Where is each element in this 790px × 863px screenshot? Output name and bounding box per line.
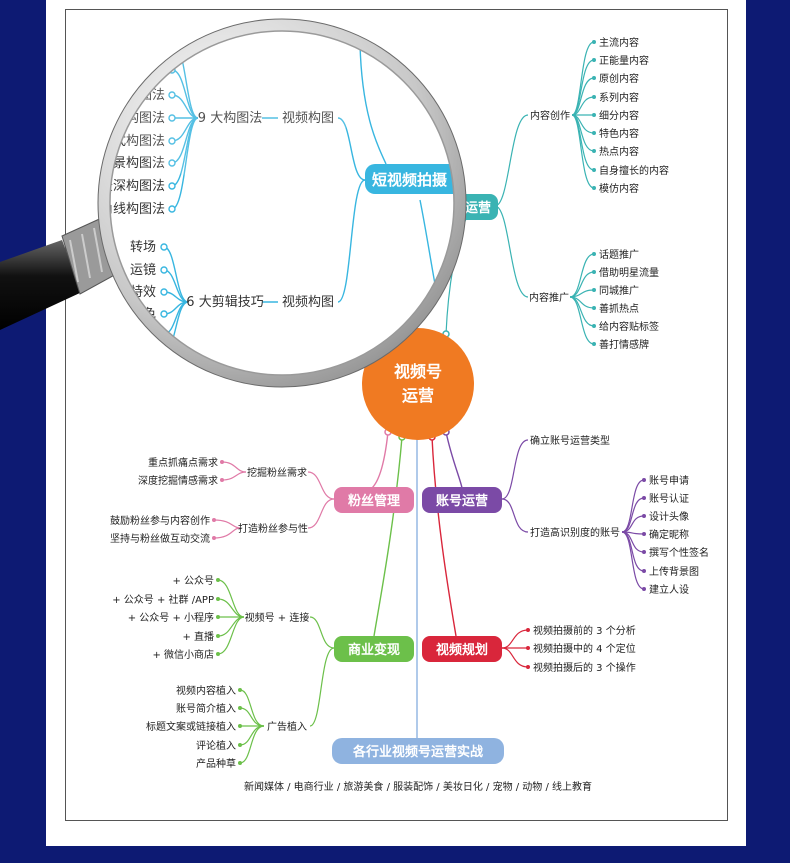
list-item: 转场: [130, 240, 156, 255]
list-item: 框式构图法: [100, 134, 165, 149]
editing-sub: 6 大剪辑技巧: [186, 294, 263, 310]
content-creation-label: 内容创作: [530, 109, 570, 122]
account-list: 确立账号运营类型 打造高识别度的账号 账号申请 账号认证 设计头像 确定昵称 撰…: [530, 434, 709, 596]
list-item: 主流内容: [599, 36, 639, 49]
account-node[interactable]: 账号运营: [422, 487, 502, 513]
magnifier-rim: [97, 18, 467, 388]
monetize-title: 商业变现: [348, 642, 400, 658]
list-item: 细分内容: [599, 109, 639, 122]
editing-label: 视频构图: [282, 295, 334, 310]
account-type-label: 确立账号运营类型: [530, 434, 610, 447]
list-item: 账号简介植入: [176, 702, 236, 715]
list-item: 视频内容植入: [176, 684, 236, 697]
fans-group-label: 打造粉丝参与性: [238, 522, 308, 535]
monetize-group-label: 视频号 + 连接: [245, 611, 310, 624]
list-item: 同城推广: [599, 284, 639, 297]
list-item: + 微信小商店: [152, 648, 214, 661]
account-ident-label: 打造高识别度的账号: [530, 526, 620, 539]
monetize-connectors: [217, 579, 335, 764]
center-title-line2: 运营: [402, 386, 434, 405]
list-item: 善抓热点: [599, 302, 639, 315]
list-item: 系列内容: [599, 91, 639, 104]
monetize-node[interactable]: 商业变现: [334, 636, 414, 662]
list-item: 设计头像: [649, 510, 689, 523]
list-item: 正能量内容: [599, 54, 649, 67]
industry-title: 各行业视频号运营实战: [352, 744, 483, 760]
plan-title: 视频规划: [436, 642, 488, 658]
list-item: 原创内容: [599, 72, 639, 85]
composition-label: 视频构图: [282, 111, 334, 126]
fans-group-label: 挖掘粉丝需求: [247, 466, 307, 479]
list-item: 热点内容: [599, 145, 639, 158]
plan-dots: [526, 628, 530, 669]
fans-connectors: [213, 461, 335, 539]
list-item: 视频拍摄后的 3 个操作: [533, 661, 636, 674]
list-item: 对角线构图法: [87, 202, 165, 217]
content-promotion-list: 话题推广 借助明星流量 同城推广 善抓热点 给内容贴标签 善打情感牌: [599, 248, 659, 351]
list-item: 视频拍摄中的 4 个定位: [533, 642, 636, 655]
plan-node[interactable]: 视频规划: [422, 636, 502, 662]
list-item: + 公众号 + 小程序: [128, 611, 214, 624]
fans-list: 挖掘粉丝需求 打造粉丝参与性 重点抓痛点需求 深度挖掘情感需求 鼓励粉丝参与内容…: [110, 456, 308, 545]
shoot-title: 短视频拍摄: [372, 171, 448, 189]
list-item: + 公众号 + 社群 /APP: [112, 593, 214, 606]
industry-node[interactable]: 各行业视频号运营实战: [332, 738, 504, 764]
magnifier-lens: 短视频拍摄 视频构图 9 大构图法 视频构图 6 大剪辑技巧 5 大常用构图法 …: [75, 31, 475, 375]
list-item: 确定昵称: [649, 528, 689, 541]
list-item: + 直播: [182, 630, 214, 643]
list-item: 景深构图法: [100, 179, 165, 194]
fans-title: 粉丝管理: [348, 493, 400, 509]
list-item: 模仿内容: [599, 182, 639, 195]
center-connectors: [371, 431, 463, 738]
list-item: 账号认证: [649, 492, 689, 505]
account-connectors: [501, 439, 645, 590]
list-item: 上传背景图: [649, 565, 699, 578]
content-ops-title: 运营: [465, 200, 491, 216]
content-ops-dots: [592, 40, 596, 346]
account-dots: [642, 478, 646, 591]
content-ops-branch: [445, 41, 595, 345]
list-item: 评论植入: [196, 739, 236, 752]
list-item: 鼓励粉丝参与内容创作: [110, 514, 210, 527]
list-item: 话题推广: [599, 248, 639, 261]
fans-node[interactable]: 粉丝管理: [334, 487, 414, 513]
list-item: 借助软件: [104, 345, 156, 360]
monetize-dots: [216, 578, 242, 765]
connector-promotion: [494, 205, 529, 298]
center-node[interactable]: 视频号 运营: [362, 328, 474, 440]
list-item: 建立人设: [649, 583, 689, 596]
shoot-node[interactable]: 短视频拍摄: [365, 164, 475, 194]
list-item: 产品种草: [196, 757, 236, 770]
list-item: 坚持与粉丝做互动交流: [110, 532, 210, 545]
center-title-line1: 视频号: [394, 362, 442, 381]
content-promotion-label: 内容推广: [529, 291, 569, 304]
monetize-group-label: 广告植入: [267, 720, 307, 733]
content-creation-list: 主流内容 正能量内容 原创内容 系列内容 细分内容 特色内容 热点内容 自身擅长…: [599, 36, 669, 195]
monetize-list: 视频号 + 连接 广告植入 + 公众号 + 公众号 + 社群 /APP + 公众…: [112, 575, 309, 770]
list-item: 深度挖掘情感需求: [138, 474, 218, 487]
list-item: 5 大常用构图法: [75, 33, 165, 48]
list-item: 给内容贴标签: [599, 320, 659, 333]
connector-creation: [494, 114, 529, 207]
list-item: 特色内容: [599, 127, 639, 140]
composition-sub: 9 大构图法: [198, 111, 262, 126]
list-item: 运镜: [130, 263, 156, 278]
fans-dots: [212, 460, 224, 540]
account-title: 账号运营: [436, 493, 488, 509]
list-item: 自身擅长的内容: [599, 164, 669, 177]
plan-connectors: [501, 629, 529, 668]
list-item: + 公众号: [172, 575, 214, 587]
list-item: 前景构图法: [100, 155, 165, 171]
list-item: 善打情感牌: [599, 338, 649, 351]
plan-list: 视频拍摄前的 3 个分析 视频拍摄中的 4 个定位 视频拍摄后的 3 个操作: [533, 624, 636, 674]
list-item: 视频拍摄前的 3 个分析: [533, 624, 636, 637]
industry-caption: 新闻媒体 / 电商行业 / 旅游美食 / 服装配饰 / 美妆日化 / 宠物 / …: [244, 780, 592, 793]
list-item: 撰写个性签名: [649, 546, 709, 559]
list-item: 借助明星流量: [599, 266, 659, 279]
list-item: 标题文案或链接植入: [146, 720, 236, 733]
list-item: 重点抓痛点需求: [148, 456, 218, 469]
list-item: 账号申请: [649, 474, 689, 487]
